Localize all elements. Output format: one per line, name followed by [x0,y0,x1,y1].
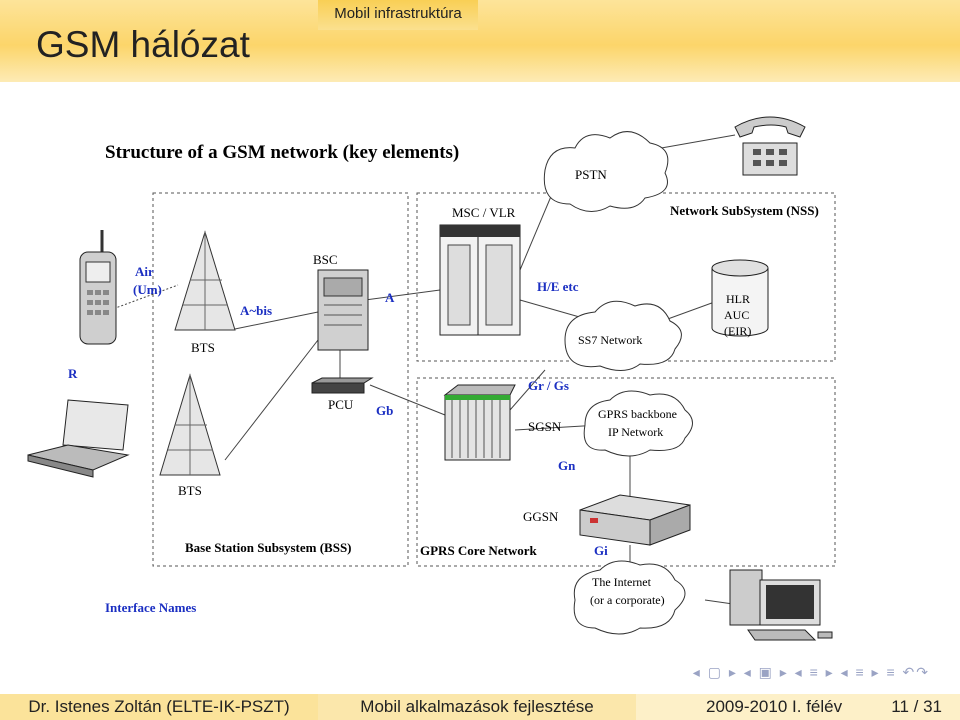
server-rack-icon [317,269,369,351]
label-gr-gs: Gr / Gs [528,378,569,393]
label-pcu: PCU [328,397,354,412]
diagram-title: Structure of a GSM network (key elements… [105,142,459,163]
label-gprs-backbone: GPRS backbone [598,407,677,421]
footer-right: 2009-2010 I. félév 11 / 31 [636,694,960,720]
section-tab[interactable] [318,0,478,30]
label-bss: Base Station Subsystem (BSS) [185,540,352,555]
database-icon [711,259,769,337]
mobile-phone-icon [79,230,117,345]
label-eir: (EIR) [724,324,751,338]
label-he: H/E etc [537,279,579,294]
gsm-network-diagram: Structure of a GSM network (key elements… [27,116,836,641]
label-gi: Gi [594,543,608,558]
label-um: (Um) [133,282,162,297]
server-rack-icon [439,224,521,336]
label-r: R [68,366,78,381]
label-gb: Gb [376,403,393,418]
label-nss: Network SubSystem (NSS) [670,203,819,218]
pstn-cloud [543,131,669,212]
footer-page: 11 / 31 [891,697,942,716]
label-sgsn: SGSN [528,419,562,434]
label-gn: Gn [558,458,576,473]
label-bsc: BSC [313,252,338,267]
label-hlr: HLR [726,292,750,306]
label-ip-network: IP Network [608,425,663,439]
label-gprs-core: GPRS Core Network [420,543,538,558]
label-ss7: SS7 Network [578,333,642,347]
gprs-backbone-cloud [583,390,693,457]
laptop-icon [27,399,130,478]
router-icon [311,377,374,394]
footer-bar: Dr. Istenes Zoltán (ELTE-IK-PSZT) Mobil … [0,694,960,720]
antenna-tower-icon [159,373,221,476]
navigation-icons[interactable]: ◂ ▢ ▸ ◂ ▣ ▸ ◂ ≡ ▸ ◂ ≡ ▸ ≡ ↶↷ [692,664,930,680]
footer-semester: 2009-2010 I. félév [706,697,843,716]
gprs-core-box [416,377,836,567]
antenna-tower-icon [174,230,236,331]
header-bar: Mobil infrastruktúra GSM hálózat [0,0,960,82]
label-internet: The Internet [592,575,652,589]
footer-author: Dr. Istenes Zoltán (ELTE-IK-PSZT) [0,694,318,720]
footer-course: Mobil alkalmazások fejlesztése [318,694,636,720]
label-corporate: (or a corporate) [590,593,665,607]
label-interface-names: Interface Names [105,600,196,615]
ss7-cloud [564,300,682,371]
label-a: A [385,290,395,305]
server-rack-icon [443,384,516,461]
bss-box [152,192,409,567]
internet-cloud [573,560,686,635]
label-pstn: PSTN [575,167,607,182]
label-air: Air [135,264,154,279]
label-msc-vlr: MSC / VLR [452,205,516,220]
router-icon [579,494,691,546]
label-ggsn: GGSN [523,509,559,524]
label-bts-1: BTS [191,340,215,355]
telephone-icon [734,116,806,176]
label-a-bis: A~bis [240,303,272,318]
section-label[interactable]: Mobil infrastruktúra [334,5,462,22]
label-bts-2: BTS [178,483,202,498]
label-auc: AUC [724,308,749,322]
slide-title: GSM hálózat [36,24,250,65]
computer-icon [729,569,833,641]
